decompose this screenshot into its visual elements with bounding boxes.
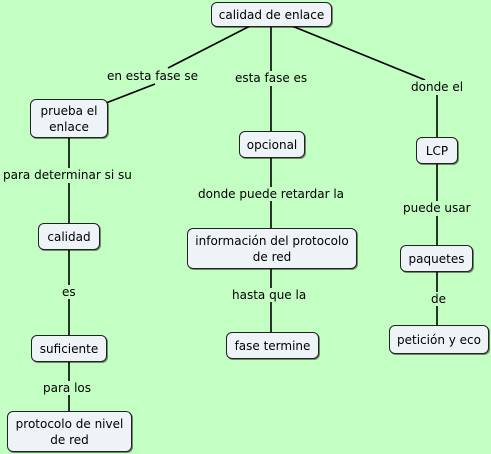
edge-en-esta-fase-se-to-prueba [105, 83, 156, 104]
link-para-determinar-si-su: para determinar si su [2, 168, 133, 182]
node-suficiente[interactable]: suficiente [31, 335, 107, 362]
edge-root-to-donde-el [291, 25, 426, 81]
link-para-los: para los [42, 381, 92, 395]
node-prueba-el-enlace[interactable]: prueba el enlace [30, 99, 108, 138]
link-hasta-que-la: hasta que la [231, 288, 308, 302]
node-protocolo-de-nivel-de-red[interactable]: protocolo de nivel de red [7, 411, 132, 452]
link-donde-puede-retardar-la: donde puede retardar la [197, 187, 346, 201]
node-opcional[interactable]: opcional [239, 131, 305, 158]
link-es: es [61, 285, 77, 299]
node-calidad[interactable]: calidad [38, 223, 100, 250]
link-donde-el: donde el [410, 80, 465, 94]
node-paquetes[interactable]: paquetes [400, 245, 473, 272]
node-lcp[interactable]: LCP [416, 137, 458, 164]
node-calidad-de-enlace[interactable]: calidad de enlace [211, 2, 332, 27]
edge-root-to-en-esta-fase-se [167, 25, 251, 69]
link-en-esta-fase-se: en esta fase se [106, 69, 199, 83]
link-de: de [430, 292, 447, 306]
node-fase-termine[interactable]: fase termine [226, 332, 319, 359]
link-puede-usar: puede usar [402, 201, 472, 215]
node-informacion-del-protocolo-de-red[interactable]: información del protocolo de red [187, 228, 357, 269]
node-peticion-y-eco[interactable]: petición y eco [389, 325, 489, 354]
link-esta-fase-es: esta fase es [234, 71, 309, 85]
